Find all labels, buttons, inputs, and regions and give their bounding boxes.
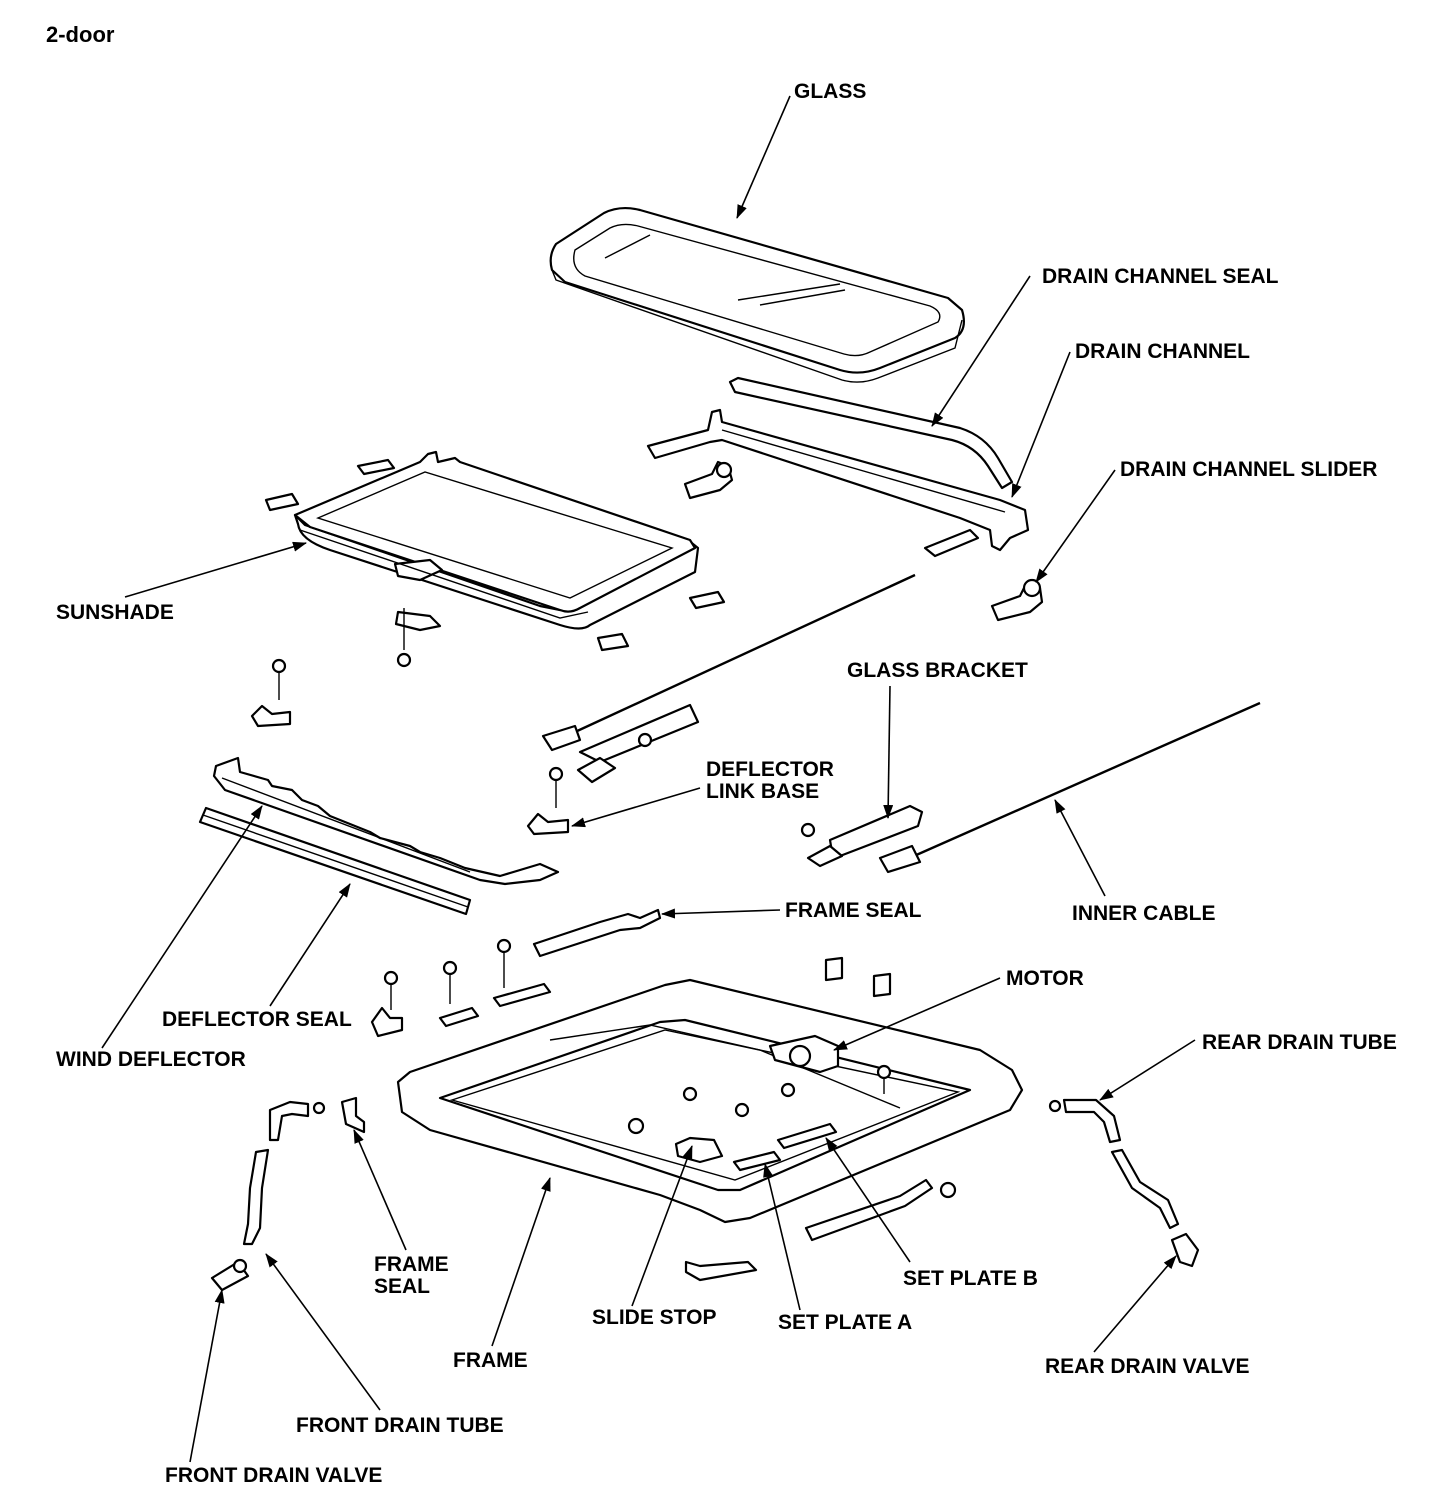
label-deflector-link-base-line2: LINK BASE [706, 780, 819, 803]
glass-bracket-part [800, 804, 924, 868]
frame-seal-lower-parts [340, 1096, 934, 1282]
screws-plates-left [370, 938, 552, 1038]
wind-deflector-part [212, 756, 560, 886]
label-front-drain-tube: FRONT DRAIN TUBE [296, 1414, 504, 1437]
label-rear-drain-tube: REAR DRAIN TUBE [1202, 1031, 1397, 1054]
label-drain-channel-seal: DRAIN CHANNEL SEAL [1042, 265, 1279, 288]
left-inner-cable-part [541, 573, 916, 784]
label-front-drain-valve: FRONT DRAIN VALVE [165, 1464, 382, 1487]
rear-drain-tube-part [1048, 1098, 1200, 1268]
label-sunshade: SUNSHADE [56, 601, 174, 624]
label-set-plate-a: SET PLATE A [778, 1311, 912, 1334]
frame-part [396, 978, 1024, 1224]
drain-channel-seal-part [728, 376, 1014, 490]
label-motor: MOTOR [1006, 967, 1084, 990]
frame-seal-top-part [532, 908, 662, 958]
inner-cable-part [878, 701, 1261, 874]
deflector-clamp-upper [250, 658, 292, 728]
label-inner-cable: INNER CABLE [1072, 902, 1216, 925]
label-rear-drain-valve: REAR DRAIN VALVE [1045, 1355, 1250, 1378]
drain-channel-part [646, 408, 1030, 558]
deflector-link-base-part [526, 766, 570, 836]
leader-arrows [101, 95, 1196, 1463]
label-frame-seal-left-line1: FRAME [374, 1253, 449, 1276]
label-set-plate-b: SET PLATE B [903, 1267, 1038, 1290]
sunshade-part [264, 450, 726, 668]
label-slide-stop: SLIDE STOP [592, 1306, 716, 1329]
label-wind-deflector: WIND DEFLECTOR [56, 1048, 246, 1071]
label-glass: GLASS [794, 80, 866, 103]
glass-part [549, 206, 965, 383]
label-deflector-link-base-line1: DEFLECTOR [706, 758, 834, 781]
label-glass-bracket: GLASS BRACKET [847, 659, 1028, 682]
drain-channel-slider-part [990, 578, 1044, 622]
front-drain-tube-part [210, 1100, 326, 1292]
label-deflector-seal: DEFLECTOR SEAL [162, 1008, 352, 1031]
diagram-title: 2-door [46, 22, 115, 47]
label-drain-channel-slider: DRAIN CHANNEL SLIDER [1120, 458, 1377, 481]
motor-clips [824, 956, 892, 998]
label-frame-seal-top: FRAME SEAL [785, 899, 922, 922]
label-drain-channel: DRAIN CHANNEL [1075, 340, 1250, 363]
label-frame: FRAME [453, 1349, 528, 1372]
label-frame-seal-left-line2: SEAL [374, 1275, 430, 1298]
deflector-seal-part [198, 806, 472, 916]
